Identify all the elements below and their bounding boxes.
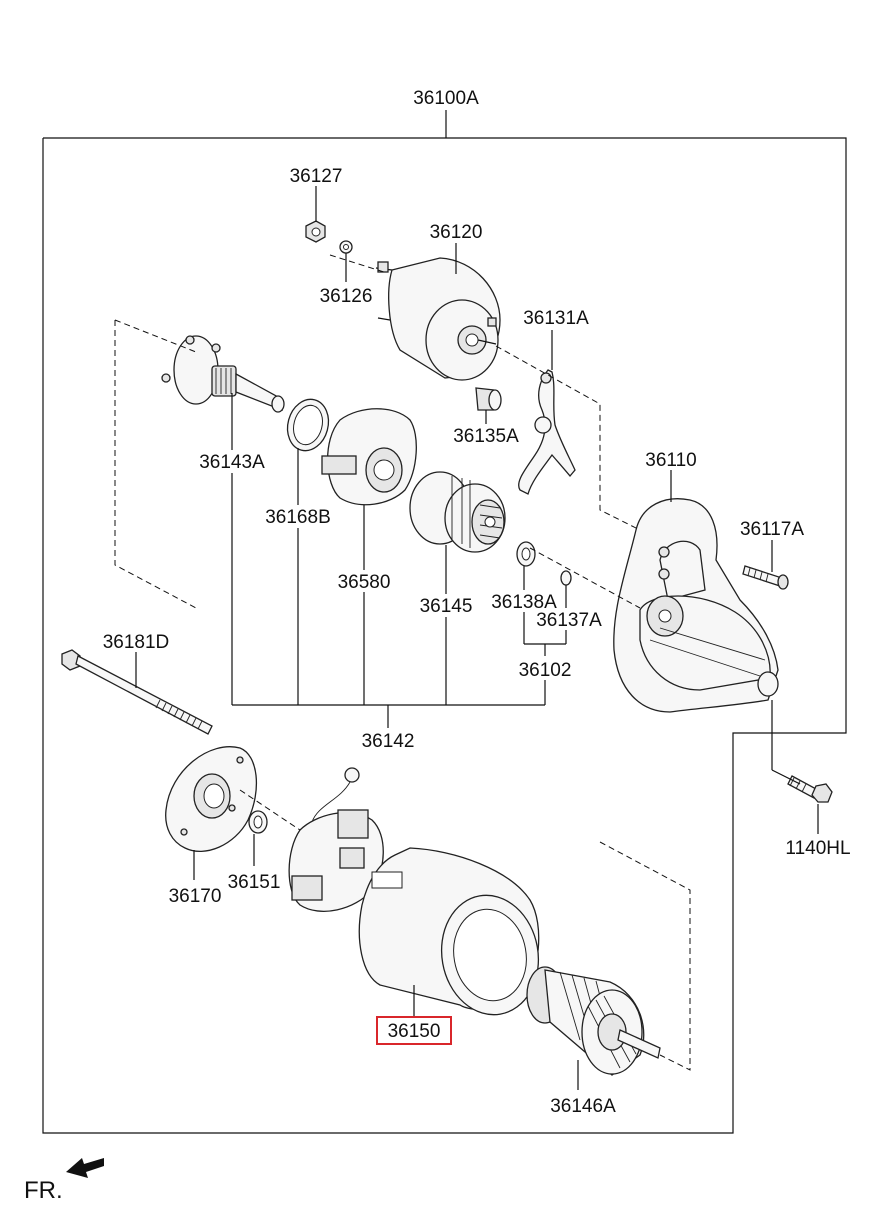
label-36120[interactable]: 36120 <box>430 222 483 243</box>
washer-36126-part[interactable] <box>339 240 353 254</box>
clutch-36145-part[interactable] <box>409 471 506 553</box>
label-36127[interactable]: 36127 <box>290 166 343 187</box>
lever-36131A-part[interactable] <box>518 369 576 495</box>
leader-lines <box>114 186 819 1090</box>
label-36142[interactable]: 36142 <box>362 731 415 752</box>
stop-ring-36137A-part[interactable] <box>560 570 572 586</box>
label-36131A[interactable]: 36131A <box>523 308 589 329</box>
front-label: FR. <box>24 1177 63 1204</box>
gear-housing-36580-part[interactable] <box>321 408 417 506</box>
armature-36146A-part[interactable] <box>526 966 661 1076</box>
stud-bolt-36117A-part[interactable] <box>742 565 789 590</box>
label-36143A[interactable]: 36143A <box>199 452 265 473</box>
label-36146A[interactable]: 36146A <box>550 1096 616 1117</box>
label-36137A[interactable]: 36137A <box>536 610 602 631</box>
label-1140HL[interactable]: 1140HL <box>785 838 850 859</box>
label-36138A[interactable]: 36138A <box>491 592 557 613</box>
solenoid-36120-part[interactable] <box>375 257 501 381</box>
front-arrow-icon <box>66 1158 104 1178</box>
shaft-36143A-part[interactable] <box>161 335 285 413</box>
yoke-36150-part[interactable] <box>358 847 547 1022</box>
label-36151[interactable]: 36151 <box>228 872 281 893</box>
label-36150[interactable]: 36150 <box>388 1021 441 1042</box>
label-36126[interactable]: 36126 <box>320 286 373 307</box>
label-36110[interactable]: 36110 <box>645 450 696 471</box>
label-36117A[interactable]: 36117A <box>740 519 804 540</box>
label-36170[interactable]: 36170 <box>169 886 222 907</box>
front-indicator: FR. <box>24 1158 104 1204</box>
brush-holder-part[interactable] <box>288 767 384 912</box>
label-36168B[interactable]: 36168B <box>265 507 331 528</box>
ring-36138A-part[interactable] <box>516 541 536 567</box>
label-36100A[interactable]: 36100A <box>413 88 479 109</box>
nut-36127-part[interactable] <box>305 220 326 243</box>
highlight-box-36150 <box>376 1016 452 1045</box>
rear-bracket-36170-part[interactable] <box>165 746 258 852</box>
assembly-frame <box>42 110 847 1134</box>
label-36181D[interactable]: 36181D <box>103 632 170 653</box>
cap-36135A-part[interactable] <box>475 387 502 411</box>
through-bolt-36181D-part[interactable] <box>61 649 213 735</box>
label-36580[interactable]: 36580 <box>338 572 391 593</box>
label-36145[interactable]: 36145 <box>420 596 473 617</box>
part-labels: 36100A 36127 36126 36120 36131A 36135A 3… <box>103 88 851 1117</box>
o-ring-36168B-part[interactable] <box>282 395 334 456</box>
label-36135A[interactable]: 36135A <box>453 426 519 447</box>
front-housing-36110-part[interactable] <box>613 498 779 713</box>
bolt-1140HL-part[interactable] <box>787 775 833 803</box>
label-36102[interactable]: 36102 <box>519 660 572 681</box>
washer-36151-part[interactable] <box>248 810 268 834</box>
